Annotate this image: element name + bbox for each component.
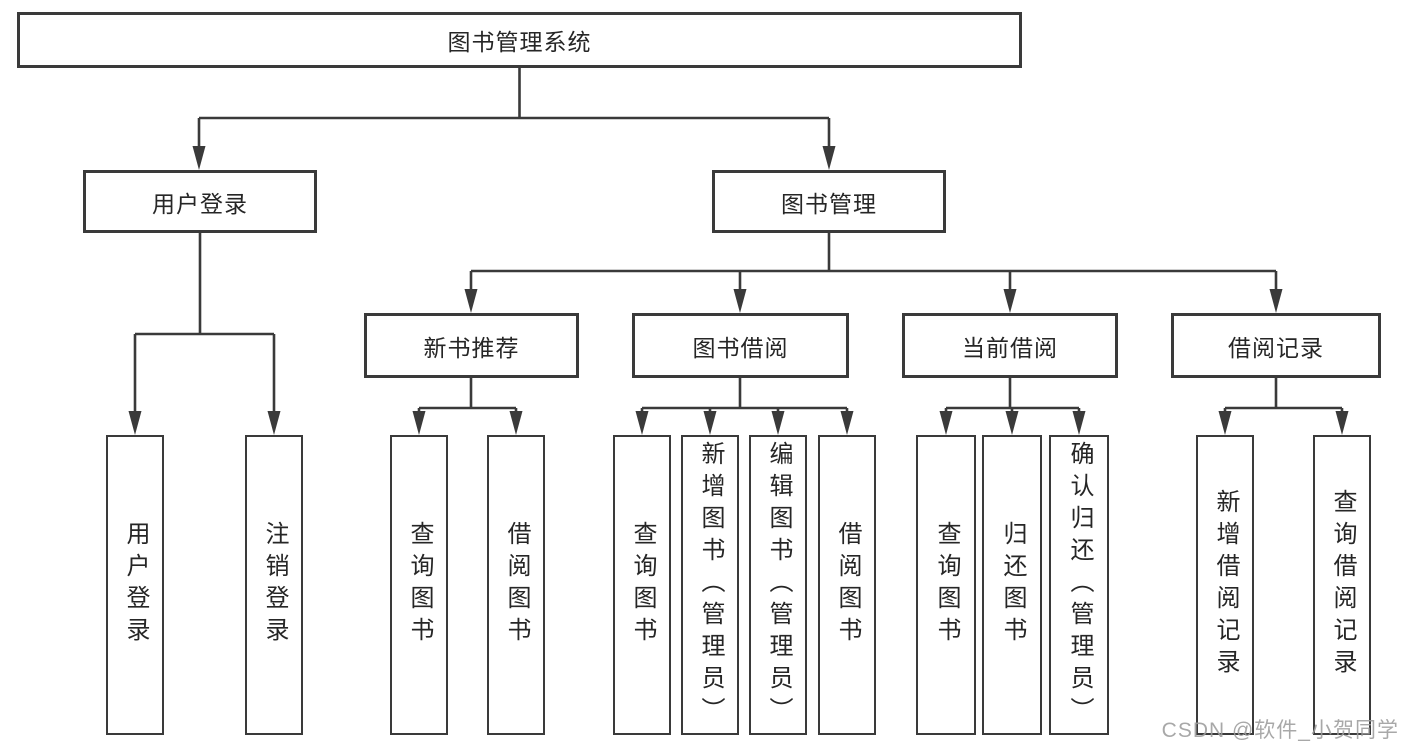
leaf-add-borrow-record: 新增借阅记录 xyxy=(1196,435,1254,735)
arrowhead-icon xyxy=(267,411,281,435)
leaf-edit-book-admin: 编辑图书（管理员） xyxy=(749,435,807,735)
arrowhead-icon xyxy=(703,411,717,435)
node-book-borrowing: 图书借阅 xyxy=(632,313,849,378)
node-label: 新书推荐 xyxy=(423,334,520,361)
arrowhead-icon xyxy=(822,146,836,170)
arrowhead-icon xyxy=(509,411,523,435)
arrowhead-icon xyxy=(1072,411,1086,435)
arrowhead-icon xyxy=(771,411,785,435)
node-label: 用户登录 xyxy=(152,190,248,217)
arrowhead-icon xyxy=(464,289,478,313)
leaf-label: 用户登录 xyxy=(122,521,149,649)
node-book-management: 图书管理 xyxy=(712,170,946,233)
arrowhead-icon xyxy=(1269,289,1283,313)
connector-current-borrow-to-leaves xyxy=(939,378,1086,435)
leaf-label: 查询图书 xyxy=(629,521,656,649)
arrowhead-icon xyxy=(1218,411,1232,435)
node-label: 当前借阅 xyxy=(962,334,1058,361)
node-current-borrowing: 当前借阅 xyxy=(902,313,1118,378)
leaf-return-book: 归还图书 xyxy=(982,435,1042,735)
connector-borrow-records-to-leaves xyxy=(1218,378,1349,435)
arrowhead-icon xyxy=(1003,289,1017,313)
leaf-query-borrow-record: 查询借阅记录 xyxy=(1313,435,1371,735)
leaf-query-books-current: 查询图书 xyxy=(916,435,976,735)
leaf-add-book-admin: 新增图书（管理员） xyxy=(681,435,739,735)
leaf-label: 新增图书（管理员） xyxy=(697,441,724,729)
leaf-label: 查询图书 xyxy=(406,521,433,649)
leaf-label: 借阅图书 xyxy=(503,521,530,649)
leaf-label: 新增借阅记录 xyxy=(1212,489,1239,681)
leaf-confirm-return-admin: 确认归还（管理员） xyxy=(1049,435,1109,735)
arrowhead-icon xyxy=(1335,411,1349,435)
node-borrowing-records: 借阅记录 xyxy=(1171,313,1381,378)
node-label: 图书管理系统 xyxy=(447,29,592,55)
arrowhead-icon xyxy=(635,411,649,435)
leaf-label: 借阅图书 xyxy=(834,521,861,649)
arrowhead-icon xyxy=(1005,411,1019,435)
connector-book-mgmt-to-level3 xyxy=(464,233,1283,313)
node-label: 图书管理 xyxy=(781,190,877,217)
leaf-label: 归还图书 xyxy=(999,521,1026,649)
node-library-system: 图书管理系统 xyxy=(17,12,1022,68)
leaf-query-books-recommend: 查询图书 xyxy=(390,435,448,735)
connector-root-to-level2 xyxy=(192,67,836,170)
connector-book-borrow-to-leaves xyxy=(635,378,854,435)
leaf-query-books-borrow: 查询图书 xyxy=(613,435,671,735)
leaf-label: 编辑图书（管理员） xyxy=(765,441,792,729)
node-new-book-recommend: 新书推荐 xyxy=(364,313,579,378)
arrowhead-icon xyxy=(128,411,142,435)
leaf-label: 查询图书 xyxy=(933,521,960,649)
leaf-label: 查询借阅记录 xyxy=(1329,489,1356,681)
leaf-user-login: 用户登录 xyxy=(106,435,164,735)
arrowhead-icon xyxy=(412,411,426,435)
node-user-login: 用户登录 xyxy=(83,170,317,233)
node-label: 图书借阅 xyxy=(692,334,789,361)
leaf-borrow-books: 借阅图书 xyxy=(818,435,876,735)
arrowhead-icon xyxy=(192,146,206,170)
arrowhead-icon xyxy=(733,289,747,313)
leaf-logout: 注销登录 xyxy=(245,435,303,735)
arrowhead-icon xyxy=(840,411,854,435)
arrowhead-icon xyxy=(939,411,953,435)
connector-user-login-to-leaves xyxy=(128,233,281,435)
node-label: 借阅记录 xyxy=(1228,334,1324,361)
connector-new-book-to-leaves xyxy=(412,378,523,435)
leaf-label: 注销登录 xyxy=(261,521,288,649)
leaf-borrow-books-recommend: 借阅图书 xyxy=(487,435,545,735)
leaf-label: 确认归还（管理员） xyxy=(1066,441,1093,729)
